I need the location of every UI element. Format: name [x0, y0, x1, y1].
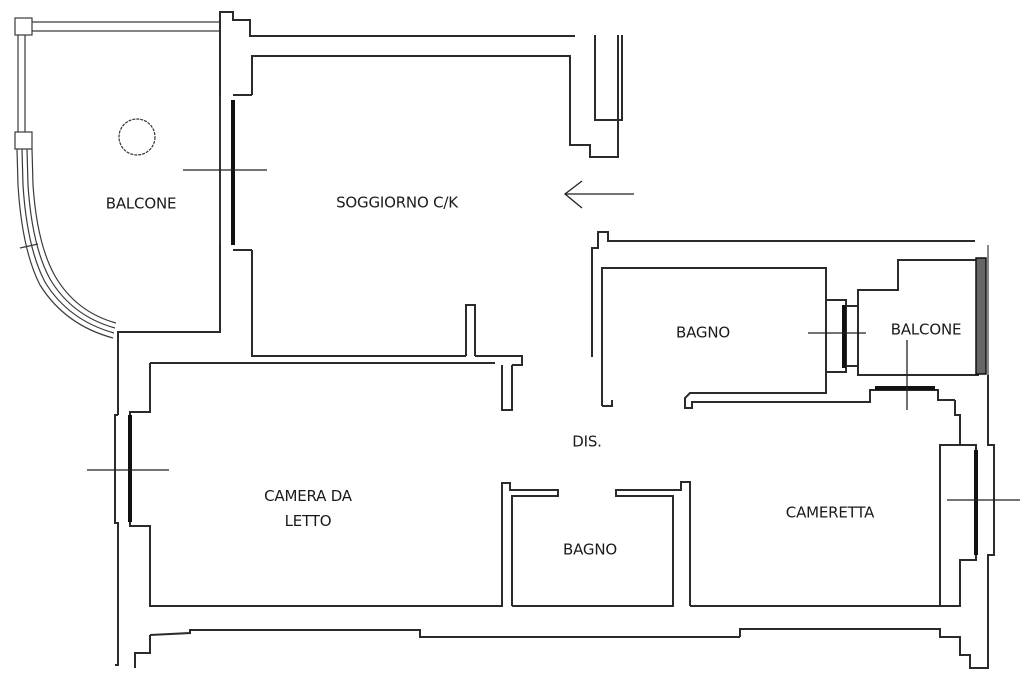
- soggiorno-walls: [150, 35, 623, 411]
- column-circle: [118, 118, 156, 156]
- room-label-cameretta: CAMERETTA: [785, 503, 875, 522]
- window-axes-right: [808, 332, 1020, 501]
- room-label-disimpegno: DIS.: [572, 432, 602, 451]
- room-label-camera-line2: LETTO: [284, 512, 332, 530]
- room-label-camera: CAMERA DA LETTO: [264, 484, 352, 534]
- bagno-upper-walls: [591, 231, 995, 669]
- balcone-left-outline: [14, 11, 575, 352]
- camera-walls: [114, 352, 740, 668]
- room-label-balcone-right: BALCONE: [890, 320, 962, 339]
- room-label-soggiorno: SOGGIORNO C/K: [336, 193, 458, 212]
- bagno-lower-walls: [512, 444, 960, 607]
- room-label-bagno-lower: BAGNO: [563, 540, 617, 559]
- room-label-balcone-left: BALCONE: [105, 194, 177, 213]
- room-label-camera-line1: CAMERA DA: [264, 487, 352, 505]
- room-label-bagno-upper: BAGNO: [676, 323, 730, 342]
- arrow-left-icon: [563, 180, 634, 209]
